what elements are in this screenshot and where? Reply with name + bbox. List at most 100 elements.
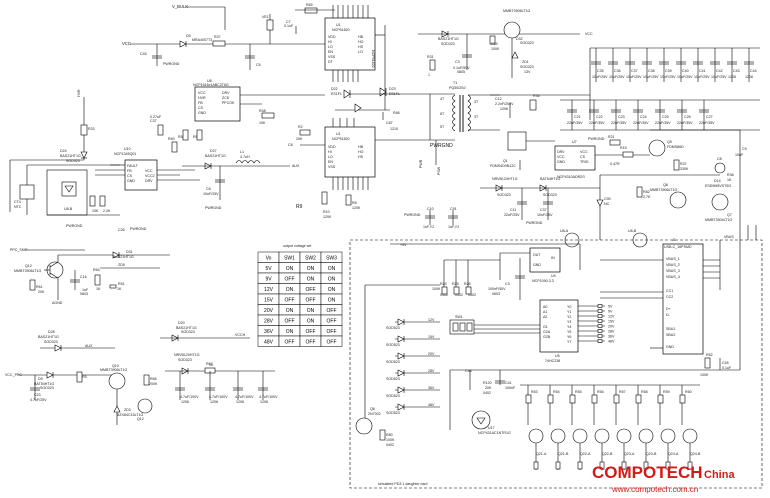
svg-text:0.47R: 0.47R (610, 162, 620, 166)
table-cell-text: 5V (265, 266, 272, 272)
table-cell-text: OFF (285, 298, 295, 304)
table-cell-text: OFF (306, 329, 316, 335)
svg-text:VDD: VDD (328, 145, 336, 149)
zener-column: 12VSOD52315VSOD52320VSOD52328VSOD52336VS… (364, 284, 440, 420)
t1-part: PQ50/2S0 (449, 86, 466, 90)
zener-voltage-label: 20V (428, 352, 435, 356)
svg-text:1206: 1206 (210, 400, 218, 404)
svg-text:DRV: DRV (145, 179, 153, 183)
decoder-output-label: 36V (608, 335, 615, 339)
u8-part: NCP1616x1ABC2T6G (193, 83, 229, 87)
svg-text:PWRGND: PWRGND (66, 224, 83, 228)
q5-label: Q5 (667, 140, 672, 144)
brand-text: COMPOTECH (592, 463, 703, 482)
q7-label: Q7 (727, 213, 732, 217)
pd-mosfet-label: Q22-B (602, 452, 613, 456)
svg-text:0402: 0402 (468, 293, 476, 297)
svg-text:4.7uF/25V: 4.7uF/25V (30, 398, 47, 402)
cap-low-label: C25 (662, 115, 669, 119)
cap-value: 1206 (745, 75, 753, 79)
svg-text:R40: R40 (168, 137, 175, 141)
cap-value: 10uF/25V (711, 75, 727, 79)
svg-text:SOD323: SOD323 (520, 65, 534, 69)
svg-text:R24: R24 (440, 282, 447, 286)
table-cell-text: 28V (264, 319, 274, 325)
l1-label: L1 (240, 150, 244, 154)
svg-text:OUT: OUT (533, 253, 541, 257)
svg-text:Q12: Q12 (137, 417, 144, 421)
table-cell-text: OFF (285, 340, 295, 346)
zener-part: SOD523 (386, 343, 400, 347)
svg-text:13V: 13V (524, 70, 531, 74)
u4-part: NCP1090-3.3 (532, 279, 554, 283)
svg-text:10K: 10K (92, 209, 99, 213)
svg-text:4.7uF/100V: 4.7uF/100V (180, 395, 199, 399)
svg-text:R33: R33 (88, 127, 95, 131)
q10-part: MMBT3906LT1G (100, 368, 127, 372)
cap-low-label: C21 (574, 115, 581, 119)
table-header-text: SW3 (326, 256, 337, 262)
svg-text:VDD: VDD (328, 35, 336, 39)
nrvb-label: NRVB120HT1G (174, 353, 200, 357)
decoder-output-label: 48V (608, 340, 615, 344)
svg-text:VCC: VCC (145, 169, 153, 173)
j1-part: USB-C_16PSMD (664, 245, 692, 249)
u1-label: U1 (336, 23, 341, 27)
svg-text:FB: FB (198, 101, 203, 105)
svg-text:EN: EN (328, 50, 333, 54)
u1-driver-top: U1 NCP51820 VDD HI LO EN VSS DT HB HO HS… (324, 5, 386, 110)
svg-text:1: 1 (428, 73, 430, 77)
vbus-label: VBUS (724, 235, 734, 239)
j1-label: J1 (672, 238, 676, 242)
cap-label: C39 (665, 69, 672, 73)
aux-low-label: AUX (85, 344, 93, 348)
opto-section: CT4 NTC U8-B 10K 2.2K PWRGND C26 PWRGND (9, 159, 147, 232)
svg-text:LO: LO (358, 50, 363, 54)
d22-label: D22 (331, 87, 338, 91)
svg-text:3T: 3T (474, 100, 479, 104)
u17-part: NCP431AC1NTR1G (478, 431, 511, 435)
cap-value: 10uF/25V (626, 75, 642, 79)
d5-label: D5 (186, 34, 191, 38)
u1-driver-bottom: U1 NCP51820 VDD HI LO EN VSS HB HO HS R2… (288, 118, 430, 219)
svg-text:VCC: VCC (198, 91, 206, 95)
table-cell-text: 48V (264, 340, 274, 346)
svg-text:DT: DT (328, 60, 334, 64)
svg-text:C10: C10 (427, 207, 434, 211)
svg-text:C37: C37 (540, 208, 547, 212)
svg-text:R2: R2 (298, 125, 303, 129)
svg-text:FB: FB (127, 169, 132, 173)
svg-text:NRVB120HT1G: NRVB120HT1G (492, 177, 518, 181)
daughter-card-caption: simulated PD3.1 daughter card (378, 482, 428, 486)
svg-text:CS: CS (580, 155, 586, 159)
svg-text:PWRGND: PWRGND (205, 206, 222, 210)
u10-label: U10 (124, 147, 131, 151)
svg-text:R8: R8 (352, 201, 357, 205)
svg-text:3T: 3T (474, 115, 479, 119)
svg-text:C16: C16 (80, 275, 87, 279)
svg-text:C9: C9 (742, 147, 747, 151)
svg-text:R82: R82 (643, 190, 650, 194)
q1-label: Q1 (503, 159, 508, 163)
svg-text:ZD1: ZD1 (522, 60, 529, 64)
svg-text:20K: 20K (485, 386, 492, 390)
svg-text:Y1: Y1 (567, 310, 571, 314)
svg-text:LO: LO (328, 45, 333, 49)
table-cell-text: OFF (306, 287, 316, 293)
svg-text:BZX84C15LT1G: BZX84C15LT1G (117, 413, 144, 417)
zener-voltage-label: 15V (428, 335, 435, 339)
table-cell-text: ON (307, 277, 315, 283)
svg-text:1206: 1206 (500, 107, 508, 111)
cap-value: 10uF/25V (609, 75, 625, 79)
table-cell-text: ON (307, 308, 315, 314)
output-caps: C3510uF/25VC3610uF/25VC3710uF/25VC3810uF… (589, 47, 760, 120)
svg-text:PWRGND: PWRGND (163, 62, 180, 66)
svg-text:VSS: VSS (328, 165, 336, 169)
svg-text:R67: R67 (206, 362, 213, 366)
svg-text:EN: EN (328, 160, 333, 164)
svg-text:R9: R9 (296, 204, 303, 210)
svg-text:NC: NC (604, 202, 610, 206)
svg-text:100nF: 100nF (505, 386, 516, 390)
daughter-card-box (349, 239, 763, 489)
cap-low-value: 22uF/35V (655, 121, 671, 125)
